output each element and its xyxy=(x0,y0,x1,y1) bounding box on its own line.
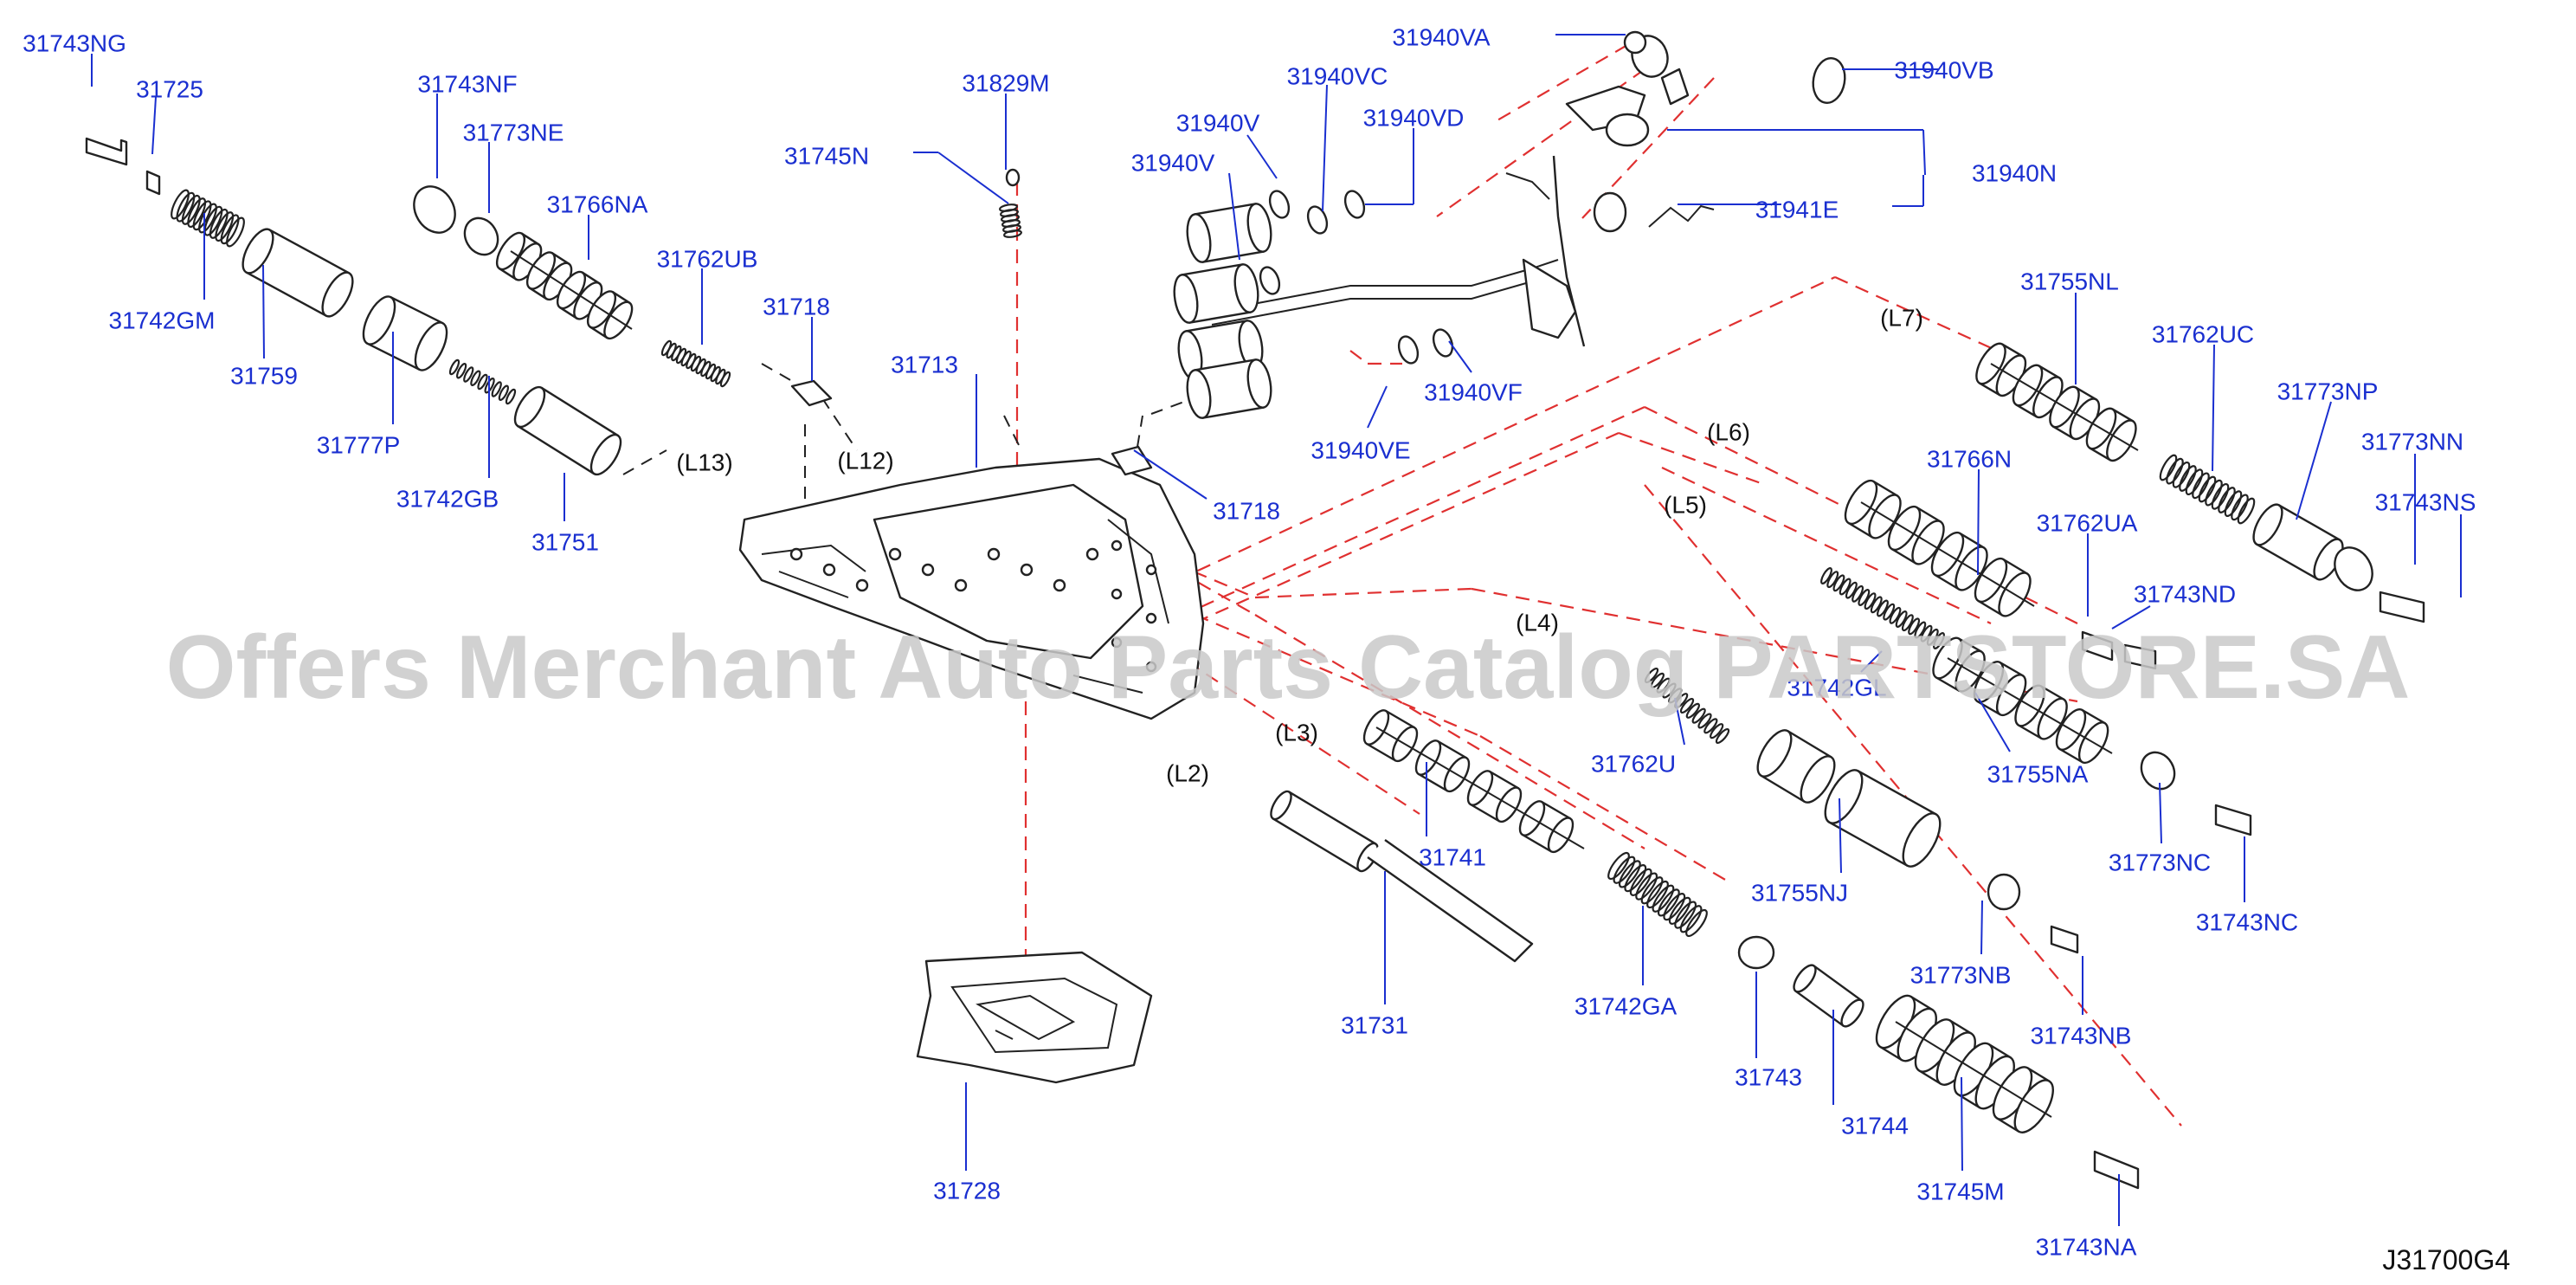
part-label[interactable]: 31941E xyxy=(1755,196,1839,223)
part-label[interactable]: 31743NF xyxy=(417,70,517,97)
part-label[interactable]: 31755NA xyxy=(1987,760,2089,787)
leader-line xyxy=(1246,134,1278,179)
solenoids xyxy=(1173,30,1846,419)
leader-line xyxy=(2212,344,2215,472)
part-label[interactable]: 31755NJ xyxy=(1751,879,1848,906)
part-label[interactable]: 31773NB xyxy=(1910,961,2012,988)
part-label[interactable]: 31766NA xyxy=(547,190,648,217)
part-label[interactable]: 31742GB xyxy=(396,485,499,512)
part-label[interactable]: 31762UA xyxy=(2037,509,2138,536)
leader-line xyxy=(1133,449,1208,500)
part-label[interactable]: 31743NG xyxy=(23,29,126,56)
part-label[interactable]: 31940VD xyxy=(1363,104,1465,131)
leader-line xyxy=(1980,900,1983,955)
part-label[interactable]: 31743 xyxy=(1735,1063,1802,1090)
valve-body xyxy=(738,457,1205,720)
leader-line xyxy=(1839,797,1842,874)
left-parts xyxy=(85,137,1153,476)
leader-line xyxy=(2296,401,2332,520)
leader-line xyxy=(1322,84,1328,212)
leader-line xyxy=(1977,468,1980,576)
leader-line xyxy=(262,264,265,359)
part-label[interactable]: 31741 xyxy=(1419,843,1486,870)
part-label[interactable]: 31762UC xyxy=(2152,320,2254,347)
part-label[interactable]: 31728 xyxy=(933,1177,1001,1204)
watermark-text: Offers Merchant Auto Parts Catalog PARTS… xyxy=(166,617,2411,718)
part-label[interactable]: 31742GL xyxy=(1787,674,1886,701)
line-path-label: (L5) xyxy=(1664,491,1707,518)
part-label[interactable]: 31731 xyxy=(1341,1011,1408,1038)
o-rings xyxy=(1259,190,1454,365)
part-label[interactable]: 31940VF xyxy=(1424,378,1523,405)
part-label[interactable]: 31725 xyxy=(136,75,203,102)
part-label[interactable]: 31940VB xyxy=(1894,56,1993,83)
part-label[interactable]: 31718 xyxy=(1213,497,1280,524)
part-label[interactable]: 31755NL xyxy=(2020,268,2119,294)
part-label[interactable]: 31940V xyxy=(1131,149,1215,176)
right-parts xyxy=(1270,342,2425,1190)
part-label[interactable]: 31773NP xyxy=(2277,378,2379,404)
leader-line xyxy=(1367,385,1388,429)
line-path-label: (L12) xyxy=(837,447,893,474)
line-path-label: (L2) xyxy=(1166,759,1209,786)
part-label[interactable]: 31743NS xyxy=(2375,488,2476,515)
part-label[interactable]: 31744 xyxy=(1841,1112,1909,1139)
part-label[interactable]: 31742GM xyxy=(109,307,216,333)
line-path-label: (L3) xyxy=(1275,719,1318,746)
leader-line xyxy=(1974,692,2011,752)
leader-line xyxy=(1961,1076,1963,1172)
part-label[interactable]: 31940V xyxy=(1176,109,1260,136)
part-label[interactable]: 31773NE xyxy=(463,119,564,145)
part-label[interactable]: 31713 xyxy=(891,351,958,378)
leader-line xyxy=(937,152,1009,204)
part-label[interactable]: 31751 xyxy=(531,528,599,555)
part-label[interactable]: 31742GA xyxy=(1575,992,1678,1019)
part-label[interactable]: 31718 xyxy=(763,293,830,320)
part-label[interactable]: 31940N xyxy=(1972,159,2057,186)
part-label[interactable]: 31762U xyxy=(1591,750,1676,777)
diagram-code: J31700G4 xyxy=(2382,1244,2510,1275)
line-path-label: (L4) xyxy=(1516,609,1559,636)
wire xyxy=(1648,204,1715,228)
part-label[interactable]: 31940VA xyxy=(1392,23,1490,50)
part-label[interactable]: 31743NC xyxy=(2196,908,2298,935)
part-label[interactable]: 31777P xyxy=(317,431,401,458)
line-path-label: (L13) xyxy=(676,449,732,475)
part-label[interactable]: 31762UB xyxy=(657,245,758,272)
part-label[interactable]: 31773NC xyxy=(2109,849,2211,875)
leader-line xyxy=(1228,172,1240,261)
line-path-label: (L6) xyxy=(1707,418,1750,445)
leader-line xyxy=(2159,782,2162,844)
part-label[interactable]: 31743NB xyxy=(2031,1022,2132,1049)
leader-line xyxy=(2111,605,2151,630)
part-label[interactable]: 31745M xyxy=(1916,1178,2004,1204)
line-path-labels: (L13) (L12) (L7) (L6) (L5) (L4) (L3) (L2) xyxy=(676,304,1923,786)
part-label[interactable]: 31773NN xyxy=(2361,428,2463,455)
leader-lines xyxy=(91,34,2462,1226)
leader-line xyxy=(1922,129,1926,176)
leader-line xyxy=(151,96,157,155)
part-label[interactable]: 31743NA xyxy=(2036,1233,2137,1260)
part-label[interactable]: 31829M xyxy=(962,69,1049,96)
part-label[interactable]: 31766N xyxy=(1927,445,2012,472)
part-label[interactable]: 31940VE xyxy=(1311,436,1410,463)
top-center-parts xyxy=(999,168,1022,238)
part-label[interactable]: 31759 xyxy=(230,362,298,389)
line-path-label: (L7) xyxy=(1880,304,1923,331)
leader-line xyxy=(1674,697,1685,746)
leader-line xyxy=(1448,340,1472,373)
part-label[interactable]: 31743ND xyxy=(2134,580,2236,607)
part-labels: 31743NG 31725 31742GM 31759 31743NF 31773NE 31… xyxy=(23,23,2476,1260)
solenoid-harness xyxy=(1211,68,1690,347)
parts-artwork xyxy=(85,30,2425,1190)
leader-line xyxy=(1860,650,1883,673)
separator-plate xyxy=(916,951,1153,1084)
part-label[interactable]: 31745N xyxy=(784,142,869,169)
part-label[interactable]: 31940VC xyxy=(1287,62,1388,89)
